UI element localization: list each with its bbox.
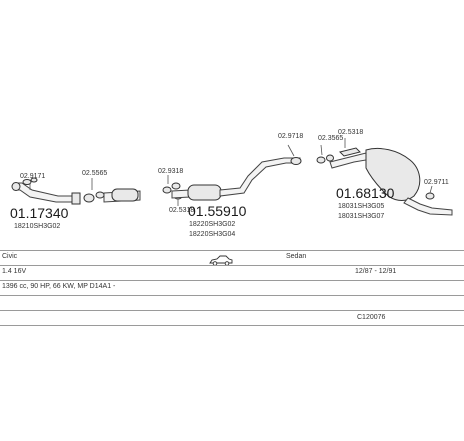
rear-box [329, 147, 453, 216]
exhaust-diagram: 02.9171 01.17340 18210SH3G02 02.5565 02.… [10, 129, 453, 238]
table-divider [0, 310, 464, 311]
rear-mount-1 [287, 144, 302, 165]
table-divider [0, 295, 464, 296]
part-label: 02.3565 [318, 135, 343, 142]
part-code: 18220SH3G02 [189, 221, 235, 228]
rear-hanger [425, 185, 435, 200]
part-code: 18210SH3G02 [14, 223, 60, 230]
table-divider [0, 265, 464, 266]
table-divider [0, 250, 464, 251]
rear-mount-3 [339, 138, 361, 157]
vehicle-spec: 1396 cc, 90 HP, 66 KW, MP D14A1 - [2, 283, 116, 290]
part-code: 18220SH3G04 [189, 231, 235, 238]
part-label: 01.68130 [336, 185, 395, 201]
front-pipe [11, 180, 81, 205]
mid-clamp [162, 175, 181, 194]
catalyst-connector-gasket [83, 178, 105, 203]
middle-silencer [171, 157, 301, 201]
part-label: 02.9318 [158, 168, 183, 175]
vehicle-engine: 1.4 16V [2, 268, 27, 275]
part-label: 02.5318 [338, 129, 363, 136]
car-icon [209, 253, 233, 266]
part-label: 02.9711 [424, 179, 449, 186]
part-label: 02.5565 [82, 170, 107, 177]
part-code: 18031SH3G07 [338, 213, 384, 220]
rear-mount-2 [316, 144, 334, 164]
catalyst-pipe [103, 188, 141, 203]
vehicle-dates: 12/87 - 12/91 [355, 268, 397, 275]
vehicle-body: Sedan [286, 253, 307, 260]
vehicle-model: Civic [2, 253, 18, 260]
part-label: 02.9718 [278, 133, 303, 140]
table-divider [0, 280, 464, 281]
part-label: 01.17340 [10, 205, 69, 221]
part-label: 01.55910 [188, 203, 247, 219]
table-divider [0, 325, 464, 326]
part-label: 02.9171 [20, 173, 45, 180]
part-code: 18031SH3G05 [338, 203, 384, 210]
part-label: 02.5318 [169, 207, 194, 214]
front-pipe-gasket [22, 177, 38, 185]
reference-code: C120076 [357, 314, 386, 321]
